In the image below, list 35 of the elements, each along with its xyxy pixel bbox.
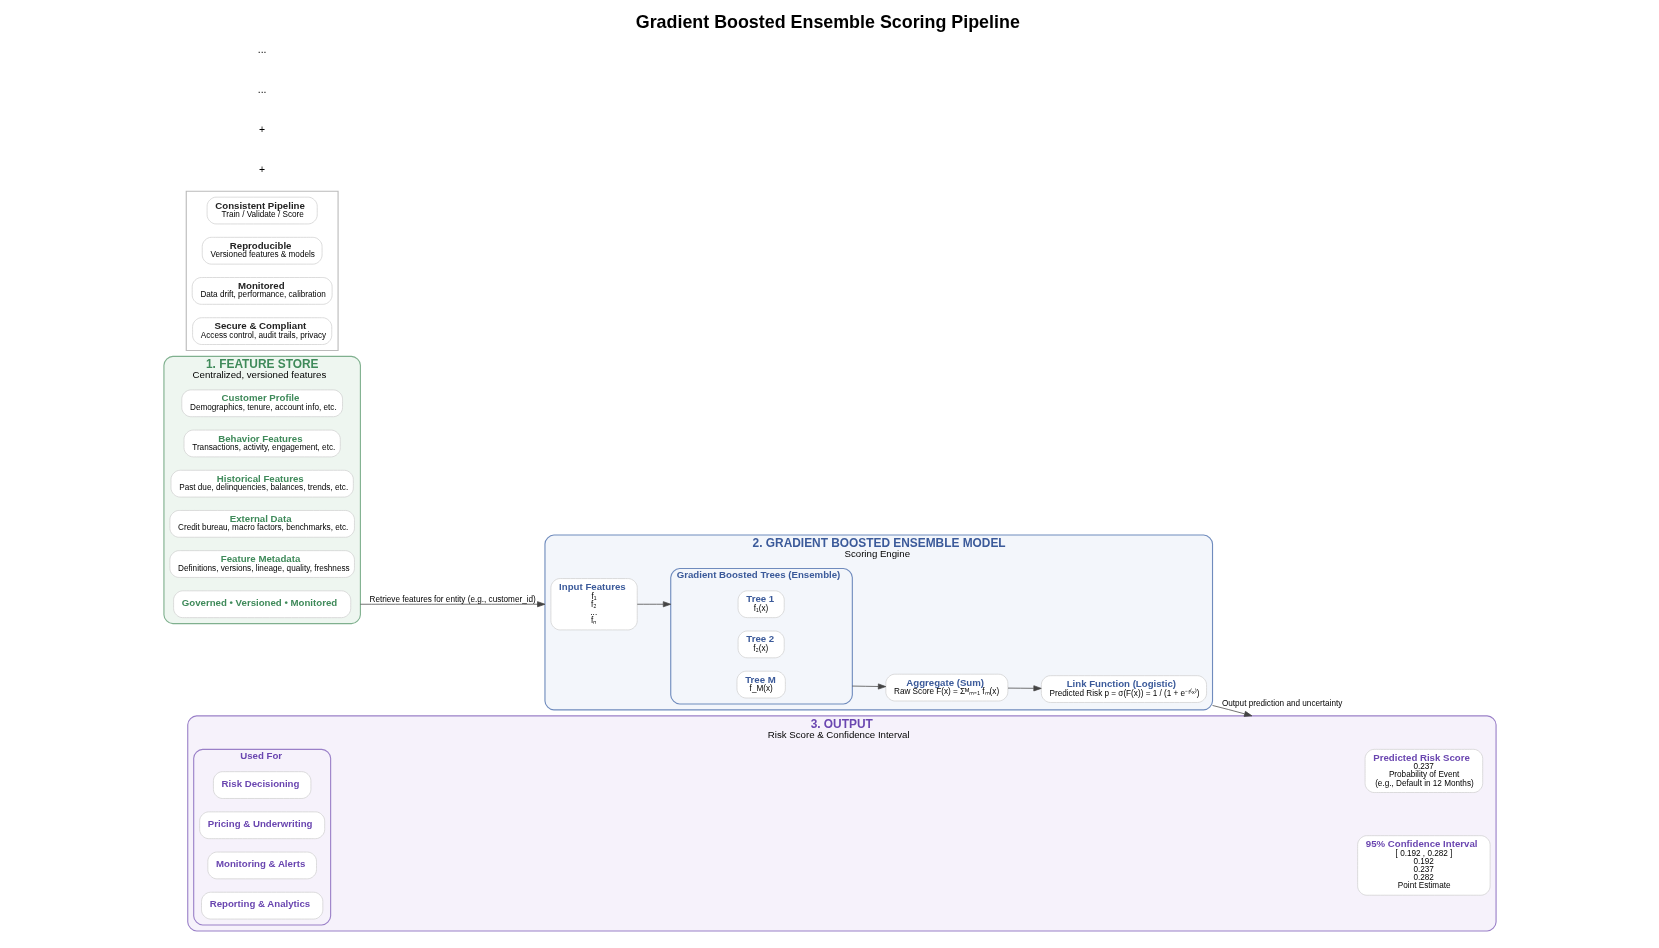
node-box: Pricing & Underwriting xyxy=(198,811,325,840)
edge-label: Retrieve features for entity (e.g., customer_id) xyxy=(369,594,536,604)
arrow xyxy=(1211,705,1252,717)
arrow xyxy=(1007,685,1042,692)
node-box: Behavior Features Transactions, activity, engagement, etc. xyxy=(183,429,341,458)
node-box: Monitoring & Alerts xyxy=(206,851,317,880)
edge-label: Output prediction and uncertainty xyxy=(1221,699,1342,709)
label: ... xyxy=(257,83,267,95)
node-box: Reproducible Versioned features & models xyxy=(201,236,322,265)
node-box: 95% Confidence Interval [ 0.192 , 0.282 ] 0.192 0.237 0.282 Point Estimate xyxy=(1356,835,1490,896)
node-box: Monitored Data drift, performance, calibration xyxy=(191,277,332,305)
node-box: Governed • Versioned • Monitored xyxy=(172,590,351,618)
arrow xyxy=(359,601,545,608)
node-box: Risk Decisioning xyxy=(212,771,311,799)
cluster xyxy=(185,190,339,351)
diagram-title: Gradient Boosted Ensemble Scoring Pipeline xyxy=(635,11,1020,32)
label: + xyxy=(258,123,265,135)
node-box: Secure & Compliant Access control, audit trails, privacy xyxy=(191,317,332,345)
node-box: Tree M f_M(x) xyxy=(736,670,786,699)
node-box: Reporting & Analytics xyxy=(200,891,323,920)
node-box: Input Features f₁ f₂ ... fₙ xyxy=(550,578,638,631)
arrow xyxy=(851,683,886,690)
node-box: Predicted Risk Score 0.237 Probability of Event (e.g., Default in 12 Months) xyxy=(1364,749,1483,793)
node-box: Consistent Pipeline Train / Validate / Score xyxy=(206,196,318,225)
arrow xyxy=(636,601,671,608)
node-box: Tree 1 f₁(x) xyxy=(737,590,785,618)
node-box: Link Function (Logistic) Predicted Risk p = σ(F(x)) = 1 / (1 + e⁻ᶠ⁽ˣ⁾) xyxy=(1040,675,1207,703)
node-box: Historical Features Past due, delinquencies, balances, trends, etc. xyxy=(170,469,354,498)
node-box: Tree 2 f₂(x) xyxy=(737,630,785,659)
node-box: Aggregate (Sum) Raw Score F(x) = Σᴹₘ₌₁ fₘ(x) xyxy=(884,673,1008,702)
node-box: External Data Credit bureau, macro factors, benchmarks, etc. xyxy=(169,510,355,538)
node-box: Customer Profile Demographics, tenure, account info, etc. xyxy=(180,389,343,418)
label: + xyxy=(258,164,265,176)
label: ... xyxy=(257,43,267,55)
node-box: Feature Metadata Definitions, versions, lineage, quality, freshness xyxy=(169,550,355,578)
